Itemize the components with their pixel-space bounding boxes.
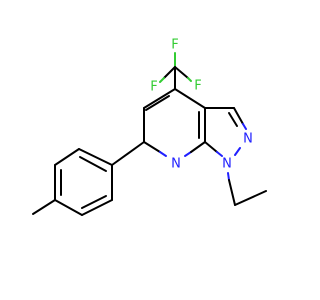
- bond-n1-ch2-carbon: [228, 179, 236, 206]
- nitrogen-atom-n7: N: [171, 157, 181, 172]
- tolyl-ring: [54, 148, 113, 216]
- bond-n7-c7a-carbon: [190, 141, 206, 153]
- bond-c4-c5-double: [145, 95, 170, 111]
- molecule-structure: F F F N N N: [32, 38, 267, 216]
- trifluoromethyl-group: [159, 52, 192, 90]
- bond-c-f-right-fluoro: [187, 77, 192, 82]
- pyrazole-ring: [204, 107, 247, 157]
- bond-n2-n1: [234, 147, 241, 156]
- bond-n1-ch2-nitro: [227, 172, 230, 181]
- bond-c3-n2-carbon: [233, 107, 244, 125]
- bond-c-f-left-carbon: [163, 66, 176, 79]
- molecule-canvas: F F F N N N: [32, 37, 267, 216]
- bond-n7-c7a-nitro: [184, 151, 192, 157]
- bond-c4-c5: [143, 88, 176, 109]
- bond-c6-n7-nitro: [159, 151, 167, 157]
- bond-c7a-n1-carbon: [204, 141, 218, 153]
- bond-c6-aryl: [111, 141, 145, 166]
- nitrogen-atom-n1: N: [222, 157, 232, 172]
- fluorine-atom-left: F: [150, 80, 157, 95]
- bond-c-f-right-carbon: [174, 66, 189, 79]
- pyridine-ring: [143, 88, 206, 157]
- bond-ar-methyl: [32, 199, 56, 215]
- bond-c3a-c4: [174, 88, 206, 109]
- bond-ar-4-5: [54, 199, 83, 216]
- ethyl-group: [227, 172, 267, 206]
- nitrogen-atom-n2: N: [243, 132, 253, 147]
- bond-ar-1-2-double: [79, 156, 107, 172]
- bond-c3-n2-nitro: [242, 123, 247, 130]
- bond-c-f-left-fluoro: [159, 77, 165, 83]
- bond-ch2-ch3: [234, 190, 267, 206]
- fluorine-atom-right: F: [194, 79, 201, 94]
- bond-c3-n2-double: [228, 112, 238, 127]
- fluorine-atom-top: F: [171, 38, 178, 53]
- bond-ar-1-2: [78, 148, 113, 166]
- bond-c7a-n1-nitro: [216, 151, 223, 157]
- bond-ar-5-6-double: [81, 195, 107, 209]
- bond-ar-5-6: [81, 199, 113, 216]
- bond-ar-2-3: [54, 148, 80, 166]
- bond-c6-n7-carbon: [143, 141, 161, 153]
